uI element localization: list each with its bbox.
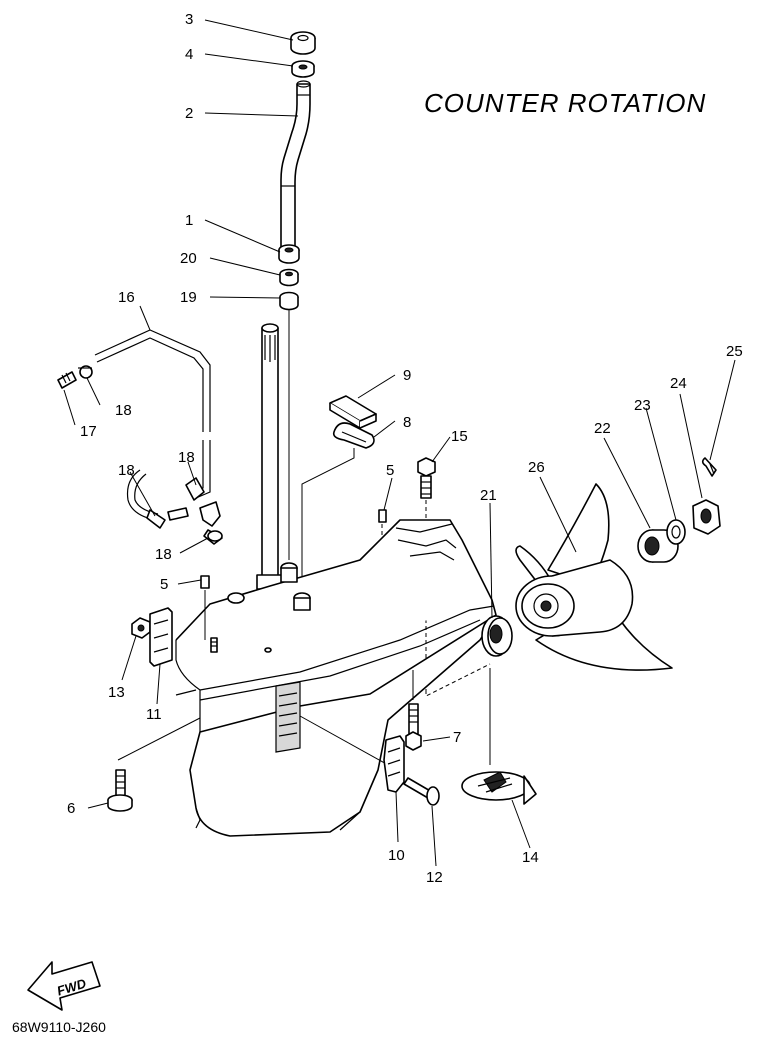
drive-shaft [256,323,284,591]
part-12-bolt [403,777,440,806]
callout-4: 4 [185,46,193,63]
callout-3: 3 [185,11,193,28]
part-14-trim-tab [461,771,537,805]
callout-13: 13 [108,684,125,701]
callout-18-top: 18 [115,402,132,419]
callout-18-mid-right: 18 [178,449,195,466]
callout-leaders [63,19,736,867]
callout-19: 19 [180,289,197,306]
callout-18-lower: 18 [155,546,172,563]
part-5-pin-lower [200,575,210,589]
fwd-arrow-icon: FWD [27,961,101,1011]
part-5-pin-upper [378,509,387,523]
part-24-nut [692,499,721,535]
callout-6: 6 [67,800,75,817]
callout-15: 15 [451,428,468,445]
part-11-anode [149,607,173,667]
callout-21: 21 [480,487,497,504]
callout-7: 7 [453,729,461,746]
callout-1: 1 [185,212,193,229]
part-10-anode [383,735,405,793]
diagram-code: 68W9110-J260 [12,1019,106,1035]
callout-5-upper: 5 [386,462,394,479]
callout-12: 12 [426,869,443,886]
part-23-washer [666,519,686,545]
callout-24: 24 [670,375,687,392]
part-9-spacer [329,395,377,429]
callout-2: 2 [185,105,193,122]
part-7-bolt [405,703,422,751]
part-21-washer [481,615,513,657]
callout-22: 22 [594,420,611,437]
callout-14: 14 [522,849,539,866]
callout-11: 11 [146,706,162,723]
part-13-nut [131,617,151,639]
callout-20: 20 [180,250,197,267]
part-25-cotter-pin [701,457,717,477]
drain-bolt [210,637,218,653]
part-2-water-tube [280,80,311,251]
callout-18-mid-left: 18 [118,462,135,479]
water-tube-assembly [278,31,316,560]
callout-8: 8 [403,414,411,431]
callout-23: 23 [634,397,651,414]
callout-labels: 3 4 2 1 20 19 16 17 18 9 8 15 5 18 18 21… [67,11,743,886]
callout-9: 9 [403,367,411,384]
part-26-propeller [515,483,673,671]
part-18-clamp-a [78,365,93,379]
part-20-grommet [279,268,299,287]
callout-10: 10 [388,847,405,864]
part-15-bolt [417,457,436,499]
lower-casing [175,519,497,837]
diagram-title: COUNTER ROTATION [424,88,706,118]
callout-25: 25 [726,343,743,360]
callout-26: 26 [528,459,545,476]
part-16-hose [94,329,211,499]
part-6-bolt [107,769,133,812]
hose-lower-loop [126,469,223,545]
part-1-grommet [278,244,300,264]
callout-17: 17 [80,423,97,440]
callout-5-lower: 5 [160,576,168,593]
part-3-grommet [290,31,316,55]
part-19-collar [279,291,299,311]
part-4-seal [291,60,315,78]
part-17-fitting [57,371,77,389]
part-8-plate [332,422,375,449]
callout-16: 16 [118,289,135,306]
